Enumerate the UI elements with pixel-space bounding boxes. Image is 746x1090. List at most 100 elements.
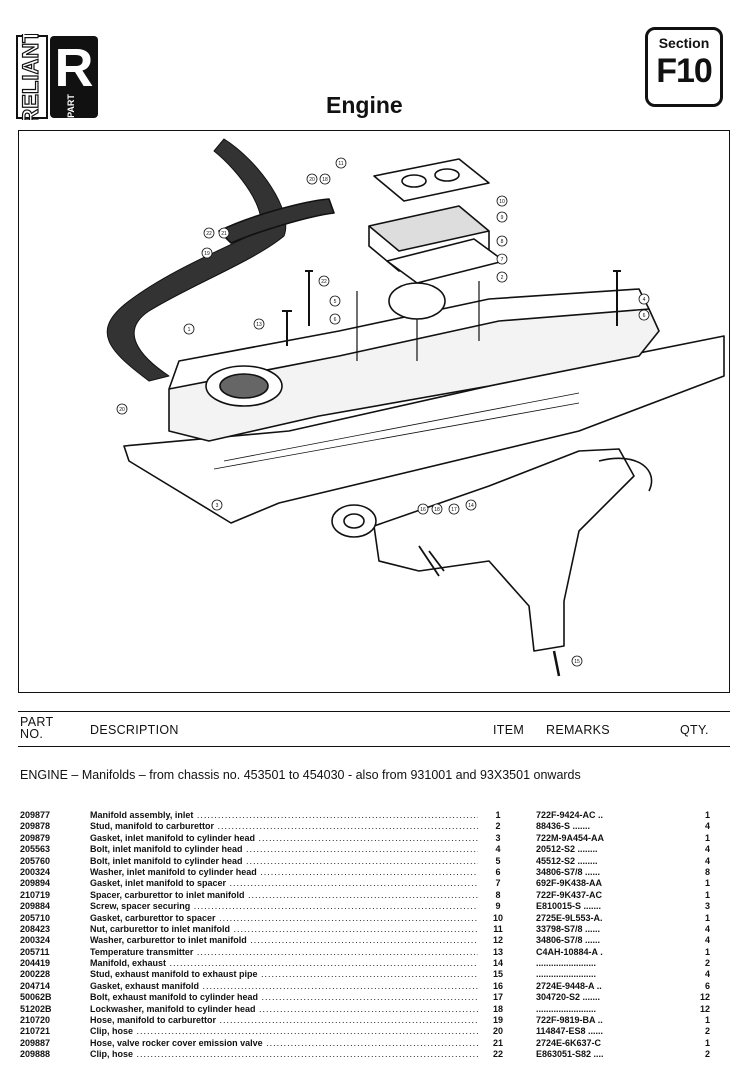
part-description: Washer, inlet manifold to cylinder head: [90, 867, 478, 878]
remarks: 722F-9424-AC ..: [536, 810, 604, 820]
inlet-manifold: [168, 308, 660, 442]
svg-text:1: 1: [188, 327, 191, 333]
remarks: 722F-9K437-AC: [536, 889, 603, 900]
item-number: 17: [492, 992, 503, 1003]
svg-text:4: 4: [643, 297, 646, 303]
callout: 6: [638, 309, 650, 321]
logo-mark-sub: PART: [66, 94, 76, 118]
item-number: 5: [495, 855, 501, 866]
callout: 1: [183, 323, 195, 335]
quantity: 1: [704, 832, 710, 843]
part-number: 50062B: [20, 992, 52, 1003]
part-description: Gasket, exhaust manifold: [90, 981, 478, 992]
svg-text:3: 3: [216, 503, 219, 509]
item-number: 9: [495, 901, 501, 912]
svg-text:15: 15: [574, 659, 580, 665]
callout: 19: [201, 247, 213, 259]
item-number: 3: [495, 832, 501, 843]
parts-group-title: ENGINE – Manifolds – from chassis no. 45…: [20, 768, 581, 782]
remarks: 2724E-6K637-C: [536, 1037, 602, 1048]
reliant-part-logo: RELIANT R PART: [16, 34, 98, 120]
carb-gasket: [373, 158, 490, 202]
svg-text:6: 6: [643, 313, 646, 319]
callout: 2: [496, 271, 508, 283]
exhaust-manifold: [373, 448, 635, 652]
callout: 11: [335, 157, 347, 169]
remarks: 2725E-9L553-A.: [536, 912, 603, 923]
item-number: 7: [495, 878, 501, 889]
remarks: ........................: [536, 958, 597, 969]
part-description: Hose, valve rocker cover emission valve: [90, 1038, 478, 1049]
quantity: 4: [704, 855, 710, 866]
callout: 20: [116, 403, 128, 415]
part-description: Lockwasher, manifold to cylinder head: [90, 1004, 478, 1015]
part-number: 51202B: [20, 1003, 52, 1014]
quantity: 2: [704, 1049, 710, 1060]
item-callouts: 11 18 20 10 9 8 7 2 4 6 22 21 19 22 5 6 …: [116, 157, 650, 667]
item-number: 15: [492, 969, 503, 980]
part-description: Gasket, inlet manifold to spacer: [90, 878, 478, 889]
part-number: 200324: [20, 935, 51, 946]
part-description: Stud, manifold to carburettor: [90, 821, 478, 832]
item-number: 21: [492, 1037, 503, 1048]
callout: 16: [417, 503, 429, 515]
part-description: Nut, carburettor to inlet manifold: [90, 924, 478, 935]
part-number: 204419: [20, 958, 51, 969]
item-number: 10: [492, 912, 503, 923]
section-code: F10: [656, 52, 713, 90]
item-number: 18: [492, 1003, 503, 1014]
parts-row: 51202B Lockwasher, manifold to cylinder h…: [20, 1004, 720, 1015]
svg-text:14: 14: [468, 503, 474, 509]
remarks: 722F-9819-BA ..: [536, 1015, 603, 1026]
item-number: 19: [492, 1015, 503, 1026]
item-number: 2: [495, 821, 501, 832]
callout: 8: [496, 235, 508, 247]
svg-text:20: 20: [309, 177, 315, 183]
part-number: 210719: [20, 889, 51, 900]
quantity: 1: [704, 889, 710, 900]
part-description: Manifold assembly, inlet: [90, 810, 478, 821]
part-description: Screw, spacer securing: [90, 901, 478, 912]
part-description: Bolt, inlet manifold to cylinder head: [90, 844, 478, 855]
quantity: 1: [704, 912, 710, 923]
part-number: 208423: [20, 923, 51, 934]
remarks: 34806-S7/8 ......: [536, 935, 601, 946]
svg-text:5: 5: [334, 299, 337, 305]
part-number: 209888: [20, 1049, 51, 1060]
manifold-drawing: 11 18 20 10 9 8 7 2 4 6 22 21 19 22 5 6 …: [106, 138, 725, 677]
quantity: 4: [704, 923, 710, 934]
callout: 7: [496, 253, 508, 265]
item-number: 6: [495, 866, 501, 877]
remarks: E863051-S82 ....: [536, 1049, 604, 1060]
part-number: 200324: [20, 866, 51, 877]
callout: 3: [211, 499, 223, 511]
svg-text:18: 18: [434, 507, 440, 513]
remarks: ........................: [536, 969, 597, 980]
svg-text:6: 6: [334, 317, 337, 323]
svg-text:11: 11: [338, 161, 343, 167]
hose-manifold-carb: [106, 138, 287, 382]
column-header-remarks: REMARKS: [546, 723, 610, 737]
section-label: Section: [658, 35, 710, 51]
column-header-qty: QTY.: [680, 723, 709, 737]
quantity: 12: [699, 992, 710, 1003]
callout: 13: [253, 318, 265, 330]
part-number: 209884: [20, 901, 51, 912]
svg-text:17: 17: [451, 507, 457, 513]
callout: 4: [638, 293, 650, 305]
part-description: Stud, exhaust manifold to exhaust pipe: [90, 969, 478, 980]
quantity: 4: [704, 821, 710, 832]
remarks: 114847-ES8 ......: [536, 1026, 604, 1037]
